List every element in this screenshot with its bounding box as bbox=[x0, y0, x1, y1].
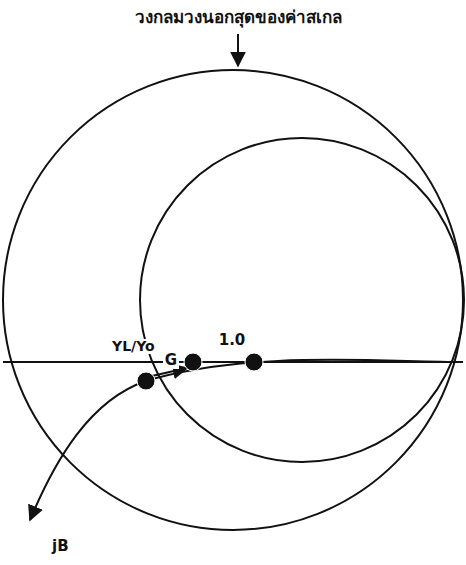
center-point bbox=[245, 353, 263, 371]
center-value: 1.0 bbox=[217, 332, 248, 349]
point-label: G bbox=[163, 352, 179, 369]
outer-circle bbox=[3, 70, 463, 530]
g-point bbox=[184, 353, 202, 371]
move-arrow bbox=[152, 368, 187, 376]
point-label: YL/Yo bbox=[110, 339, 157, 354]
conductance-circle bbox=[140, 138, 464, 462]
leader-arrow bbox=[237, 34, 239, 66]
susceptance-arc bbox=[30, 360, 463, 520]
axis-label: jB bbox=[50, 538, 71, 555]
load-point bbox=[137, 372, 155, 390]
title-label: วงกลมวงนอกสุดของค่าสเกล bbox=[133, 8, 344, 27]
